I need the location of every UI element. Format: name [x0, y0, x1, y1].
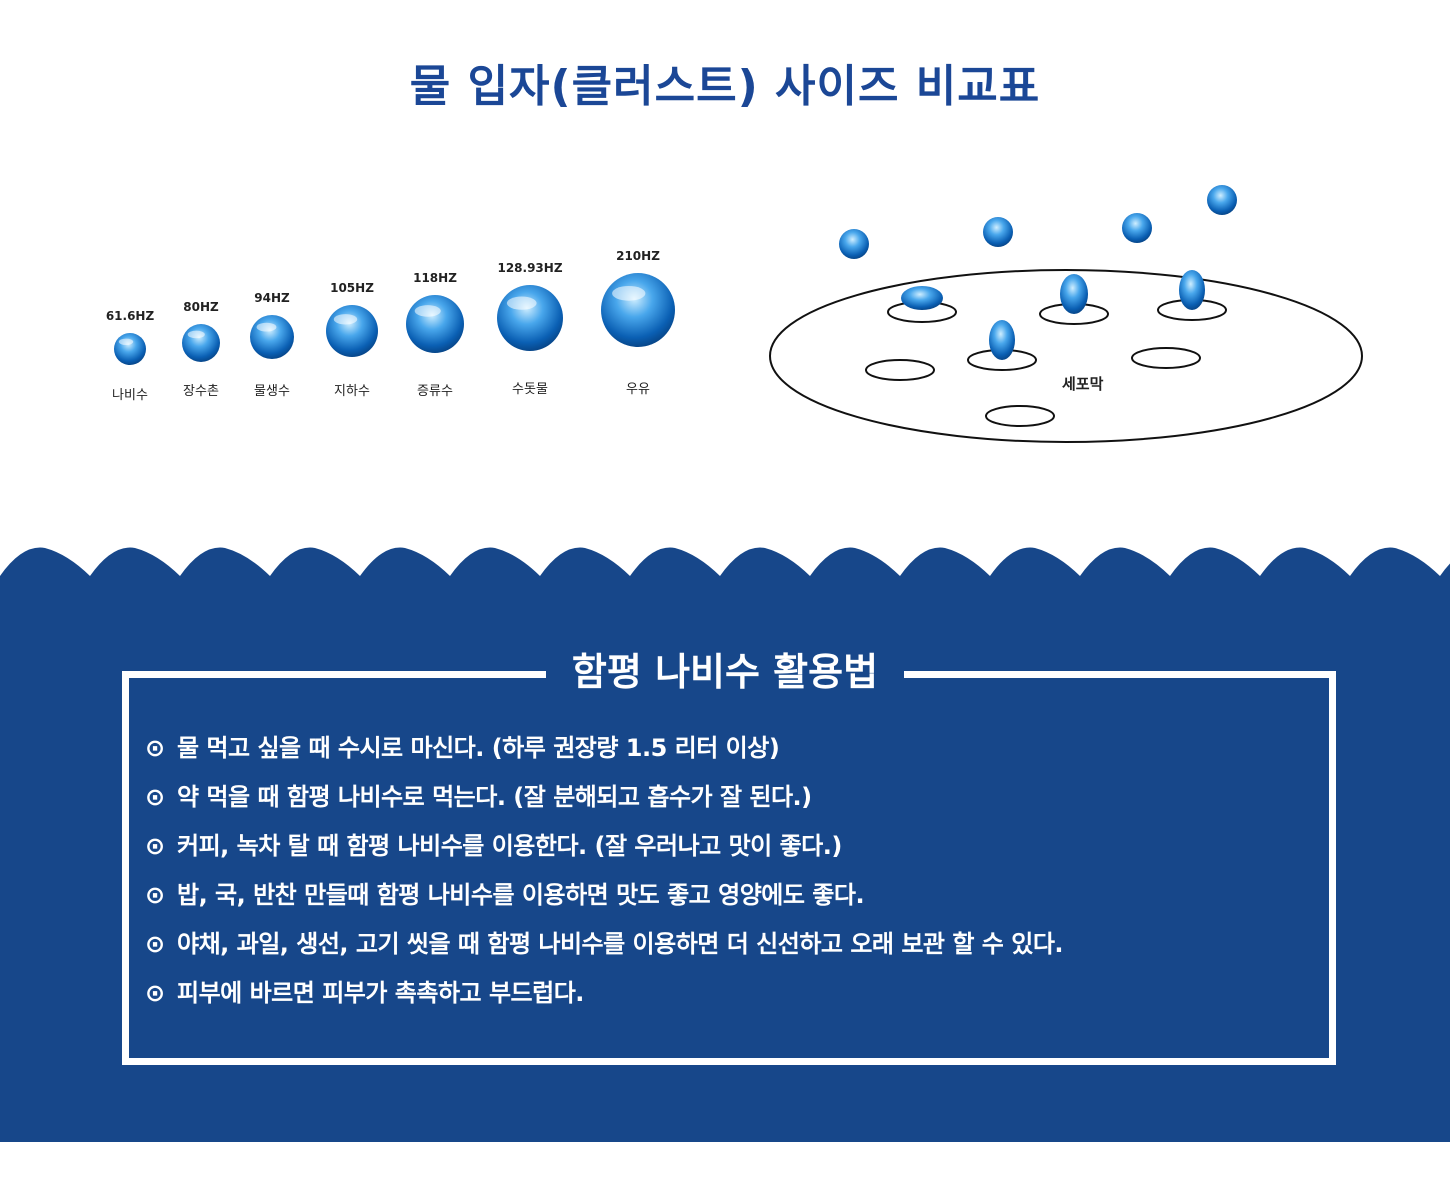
- water-drop: [1179, 270, 1205, 310]
- usage-item: ⊙ 야채, 과일, 생선, 고기 씻을 때 함평 나비수를 이용하면 더 신선하고…: [145, 924, 1325, 973]
- frequency-label: 80HZ: [183, 300, 219, 314]
- usage-text: 피부에 바르면 피부가 촉촉하고 부드럽다.: [177, 979, 584, 1007]
- usage-text: 약 먹을 때 함평 나비수로 먹는다. (잘 분해되고 흡수가 잘 된다.): [177, 783, 812, 811]
- water-type-label: 우유: [626, 382, 650, 397]
- drop-highlight: [506, 296, 537, 310]
- usage-item: ⊙ 커피, 녹차 탈 때 함평 나비수를 이용한다. (잘 우러나고 맛이 좋다.…: [145, 826, 1325, 875]
- bullet-icon: ⊙: [145, 734, 165, 762]
- drop-highlight: [118, 338, 134, 345]
- water-drop: [983, 217, 1013, 247]
- water-drop: [250, 315, 294, 359]
- page-title: 물 입자(클러스트) 사이즈 비교표: [409, 61, 1041, 112]
- bullet-icon: ⊙: [145, 783, 165, 811]
- usage-text: 야채, 과일, 생선, 고기 씻을 때 함평 나비수를 이용하면 더 신선하고 …: [177, 930, 1064, 958]
- water-drop: [182, 324, 220, 362]
- membrane-pore: [865, 359, 935, 381]
- membrane-ellipse: [769, 269, 1363, 443]
- drop-highlight: [333, 314, 358, 325]
- usage-item: ⊙ 약 먹을 때 함평 나비수로 먹는다. (잘 분해되고 흡수가 잘 된다.): [145, 777, 1325, 826]
- drop-highlight: [612, 285, 646, 301]
- water-type-label: 나비수: [112, 388, 148, 403]
- water-drop: [406, 295, 464, 353]
- water-type-label: 수돗물: [512, 382, 548, 397]
- usage-text: 물 먹고 싶을 때 수시로 마신다. (하루 권장량 1.5 리터 이상): [177, 734, 780, 762]
- water-drop: [601, 273, 675, 347]
- water-drop: [901, 286, 943, 310]
- usage-item: ⊙ 밥, 국, 반찬 만들때 함평 나비수를 이용하면 맛도 좋고 영양에도 좋다…: [145, 875, 1325, 924]
- water-drop: [839, 229, 869, 259]
- frequency-label: 128.93HZ: [497, 261, 563, 275]
- water-drop: [497, 285, 563, 351]
- bullet-icon: ⊙: [145, 881, 165, 909]
- frequency-label: 210HZ: [616, 249, 660, 263]
- drop-highlight: [187, 330, 205, 339]
- drop-highlight: [256, 322, 277, 332]
- water-type-label: 지하수: [334, 384, 370, 399]
- water-drop: [1207, 185, 1237, 215]
- usage-item: ⊙ 물 먹고 싶을 때 수시로 마신다. (하루 권장량 1.5 리터 이상): [145, 728, 1325, 777]
- frequency-label: 94HZ: [254, 291, 290, 305]
- water-type-label: 증류수: [417, 384, 453, 399]
- usage-list: ⊙ 물 먹고 싶을 때 수시로 마신다. (하루 권장량 1.5 리터 이상) ⊙ 약…: [145, 728, 1325, 1022]
- frequency-label: 61.6HZ: [105, 309, 155, 323]
- water-drop: [114, 333, 146, 365]
- frequency-label: 118HZ: [413, 271, 457, 285]
- usage-text: 밥, 국, 반찬 만들때 함평 나비수를 이용하면 맛도 좋고 영양에도 좋다.: [177, 881, 865, 909]
- particle-size-chart: [114, 273, 675, 365]
- bullet-icon: ⊙: [145, 979, 165, 1007]
- water-drop: [1122, 213, 1152, 243]
- cell-membrane-diagram: [769, 185, 1363, 443]
- bullet-icon: ⊙: [145, 832, 165, 860]
- frequency-label: 105HZ: [330, 281, 374, 295]
- water-drop: [326, 305, 378, 357]
- drop-highlight: [414, 305, 441, 317]
- usage-text: 커피, 녹차 탈 때 함평 나비수를 이용한다. (잘 우러나고 맛이 좋다.): [177, 832, 842, 860]
- water-drop: [1060, 274, 1088, 314]
- membrane-pore: [1131, 347, 1201, 369]
- water-type-label: 물생수: [254, 384, 290, 399]
- membrane-pore: [985, 405, 1055, 427]
- membrane-label: 세포막: [1062, 375, 1104, 393]
- water-drop: [989, 320, 1015, 360]
- usage-item: ⊙ 피부에 바르면 피부가 촉촉하고 부드럽다.: [145, 973, 1325, 1022]
- usage-title: 함평 나비수 활용법: [545, 643, 905, 701]
- bullet-icon: ⊙: [145, 930, 165, 958]
- water-type-label: 장수촌: [183, 384, 219, 399]
